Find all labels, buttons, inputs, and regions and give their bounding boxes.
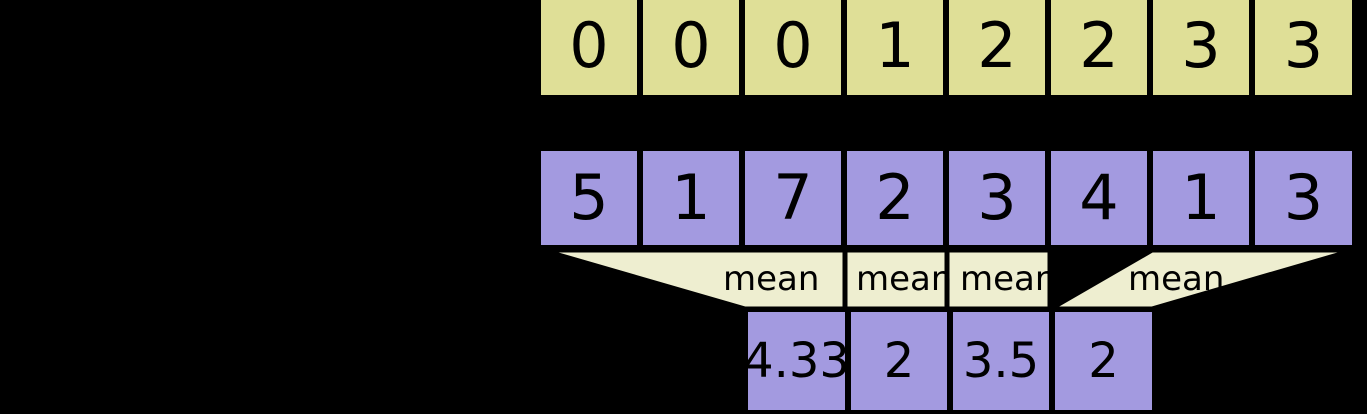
mean-funnel-label-1: mean — [723, 259, 820, 299]
segment-id-cell: 0 — [742, 0, 844, 98]
segment-id-cell: 2 — [1048, 0, 1150, 98]
mean-funnel-label-4: mean — [1128, 259, 1225, 299]
input-value-cell: 3 — [946, 148, 1048, 248]
segment-id-cell: 2 — [946, 0, 1048, 98]
mean-funnel-label-2: mean — [856, 259, 953, 299]
segment-id-cell: 3 — [1252, 0, 1355, 98]
segment-mean-cell: 4.33 — [743, 309, 850, 413]
input-value-cell: 1 — [640, 148, 742, 248]
segment-id-cell: 1 — [844, 0, 946, 98]
segment-id-cell: 0 — [640, 0, 742, 98]
input-value-cell: 1 — [1150, 148, 1252, 248]
input-value-cell: 5 — [538, 148, 640, 248]
segment-id-cell: 3 — [1150, 0, 1252, 98]
segment-mean-cell: 2 — [848, 309, 950, 413]
mean-funnel-label-3: mean — [960, 259, 1057, 299]
segment-mean-cell: 2 — [1052, 309, 1155, 413]
input-value-cell: 2 — [844, 148, 946, 248]
input-value-cell: 4 — [1048, 148, 1150, 248]
segment-mean-cell: 3.5 — [950, 309, 1052, 413]
input-value-cell: 7 — [742, 148, 844, 248]
segment-id-cell: 0 — [538, 0, 640, 98]
input-value-cell: 3 — [1252, 148, 1355, 248]
